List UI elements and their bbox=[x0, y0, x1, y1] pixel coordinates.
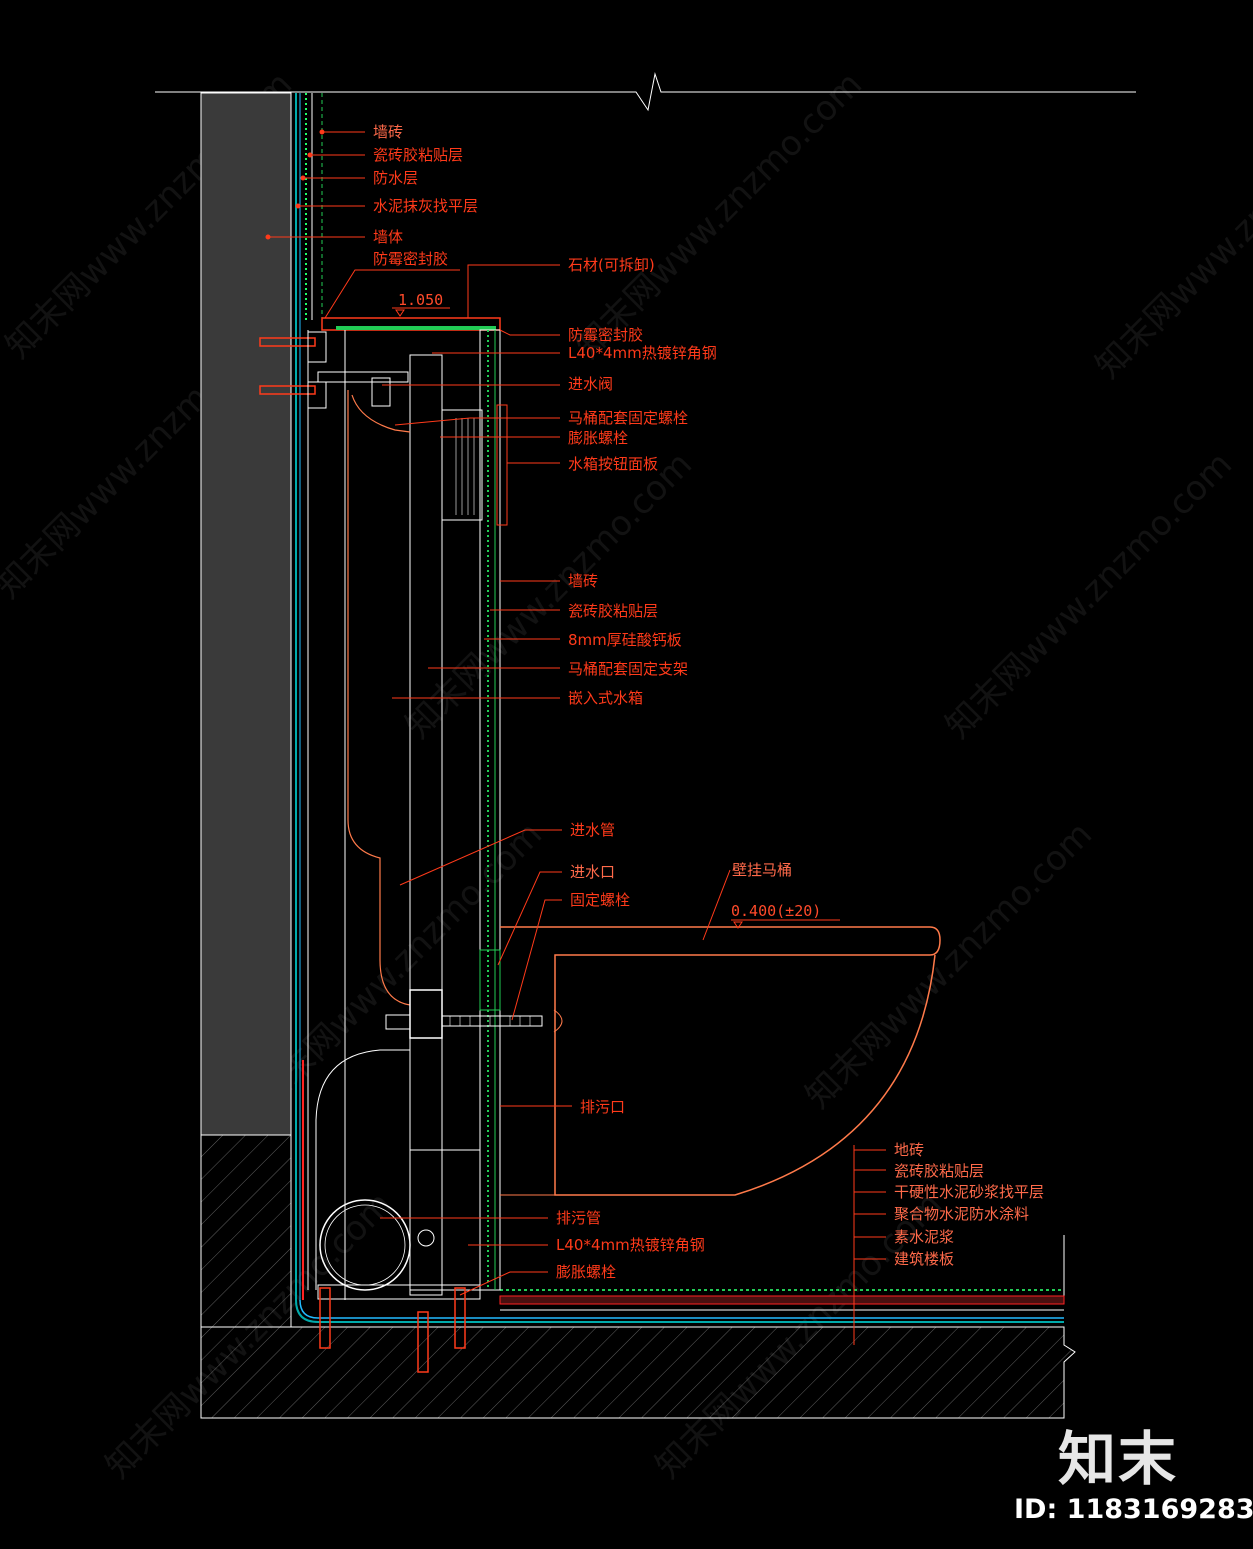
watermark-text: 知末网www.znzmo.com bbox=[798, 814, 1100, 1116]
floor-slab bbox=[200, 1326, 1076, 1419]
floor-anchor-bolts bbox=[319, 1287, 466, 1373]
drain-cross-mark bbox=[417, 1229, 435, 1247]
watermark-layer: 知末网www.znzmo.com 知末网www.znzmo.com 知末网www… bbox=[0, 64, 1253, 1486]
cistern-outline bbox=[347, 390, 411, 1006]
label-floor-tile: 地砖 bbox=[894, 1141, 924, 1159]
label-embedded-cistern: 嵌入式水箱 bbox=[568, 689, 643, 707]
label-button-panel: 水箱按钮面板 bbox=[568, 455, 658, 473]
label-structural-slab: 建筑楼板 bbox=[894, 1250, 954, 1268]
watermark-text: 知末网www.znzmo.com bbox=[248, 814, 550, 1116]
drain-bend bbox=[315, 1049, 410, 1290]
wall-anchor-bolts bbox=[259, 331, 327, 409]
false-wall-panel bbox=[479, 329, 501, 1291]
watermark-text: 知末网www.znzmo.com bbox=[938, 444, 1240, 746]
label-expansion-bolt-2: 膨胀螺栓 bbox=[556, 1263, 616, 1281]
label-mould-sealant-2: 防霉密封胶 bbox=[568, 326, 643, 344]
top-right-labels: 石材(可拆卸) 防霉密封胶 L40*4mm热镀锌角钢 进水阀 马桶配套固定螺栓 … bbox=[568, 256, 717, 473]
flush-button-plate bbox=[496, 404, 508, 526]
label-wall-tile: 墙砖 bbox=[373, 123, 403, 141]
label-wall-body: 墙体 bbox=[373, 228, 403, 246]
label-polymer-waterproof: 聚合物水泥防水涂料 bbox=[894, 1205, 1029, 1223]
bottom-angle-steel bbox=[317, 1284, 481, 1300]
frame-support-post bbox=[409, 354, 443, 1296]
fixing-bolt-cap bbox=[553, 1009, 563, 1033]
floor-waterproof-line-2 bbox=[295, 1299, 1064, 1323]
wall-labels: 墙砖 瓷砖胶粘贴层 防水层 水泥抹灰找平层 墙体 防霉密封胶 bbox=[373, 123, 478, 268]
label-fixing-bolt: 固定螺栓 bbox=[570, 891, 630, 909]
inlet-port bbox=[479, 949, 501, 1011]
top-break-line bbox=[155, 72, 1136, 112]
label-wall-hung-toilet: 壁挂马桶 bbox=[732, 861, 792, 879]
label-inlet-pipe: 进水管 bbox=[570, 821, 615, 839]
label-mould-sealant: 防霉密封胶 bbox=[373, 250, 448, 268]
label-toilet-frame: 马桶配套固定支架 bbox=[568, 660, 688, 678]
brand-logo: 知末 bbox=[1058, 1425, 1179, 1493]
leader-lines bbox=[265, 129, 886, 1345]
fixing-nut bbox=[385, 1014, 411, 1030]
middle-labels: 墙砖 瓷砖胶粘贴层 8mm厚硅酸钙板 马桶配套固定支架 嵌入式水箱 bbox=[568, 572, 688, 707]
wall-body bbox=[200, 92, 292, 1136]
button-panel-lines bbox=[455, 418, 475, 515]
floor-labels: 地砖 瓷砖胶粘贴层 干硬性水泥砂浆找平层 聚合物水泥防水涂料 素水泥浆 建筑楼板 bbox=[894, 1141, 1044, 1268]
label-angle-steel-top: L40*4mm热镀锌角钢 bbox=[568, 344, 717, 362]
stone-shelf-green bbox=[336, 326, 496, 330]
fixing-bolt-thread bbox=[449, 1016, 531, 1026]
label-stone-removable: 石材(可拆卸) bbox=[568, 256, 655, 274]
label-floor-adhesive: 瓷砖胶粘贴层 bbox=[894, 1162, 984, 1180]
label-waterproof: 防水层 bbox=[373, 169, 418, 187]
shelf-height-dim: 1.050 bbox=[398, 291, 443, 309]
label-inlet-port: 进水口 bbox=[570, 863, 615, 881]
top-angle-steel bbox=[317, 371, 409, 383]
wall-hung-toilet bbox=[500, 926, 941, 1196]
inlet-valve bbox=[371, 377, 391, 407]
fixing-bolt bbox=[441, 1015, 543, 1027]
drain-pipe bbox=[319, 1199, 411, 1291]
label-tile-adhesive-2: 瓷砖胶粘贴层 bbox=[568, 602, 658, 620]
label-expansion-bolt: 膨胀螺栓 bbox=[568, 429, 628, 447]
label-wall-tile-2: 墙砖 bbox=[568, 572, 598, 590]
watermark-text: 知末网www.znzmo.com bbox=[568, 64, 870, 366]
watermark-text: 知末网www.znzmo.com bbox=[1088, 84, 1253, 386]
wall-base-concrete bbox=[200, 1134, 292, 1328]
label-angle-steel-bottom: L40*4mm热镀锌角钢 bbox=[556, 1236, 705, 1254]
label-cement-slurry: 素水泥浆 bbox=[894, 1228, 954, 1246]
seat-height-dim: 0.400(±20) bbox=[731, 902, 821, 920]
label-dry-mortar: 干硬性水泥砂浆找平层 bbox=[894, 1183, 1044, 1201]
label-inlet-valve: 进水阀 bbox=[568, 375, 613, 393]
floor-waterproof-line bbox=[299, 1299, 1064, 1319]
drain-box bbox=[409, 1149, 481, 1291]
label-tile-adhesive: 瓷砖胶粘贴层 bbox=[373, 146, 463, 164]
label-silicate-board: 8mm厚硅酸钙板 bbox=[568, 631, 682, 649]
button-panel-box bbox=[441, 409, 483, 521]
watermark-text: 知末网www.znzmo.com bbox=[398, 444, 700, 746]
floor-screed-layer bbox=[499, 1295, 1065, 1305]
label-plaster: 水泥抹灰找平层 bbox=[373, 197, 478, 215]
dimension-marks: 1.050 0.400(±20) bbox=[392, 291, 840, 929]
label-toilet-bolt: 马桶配套固定螺栓 bbox=[568, 409, 688, 427]
fixing-block bbox=[409, 989, 443, 1039]
cistern-top bbox=[351, 394, 411, 433]
label-drain-pipe: 排污管 bbox=[556, 1209, 601, 1227]
label-drain-outlet: 排污口 bbox=[580, 1098, 625, 1116]
lower-labels: 进水管 进水口 固定螺栓 壁挂马桶 排污口 排污管 L40*4mm热镀锌角钢 膨… bbox=[556, 821, 792, 1281]
image-id-text: ID: 1183169283 bbox=[1014, 1494, 1253, 1525]
